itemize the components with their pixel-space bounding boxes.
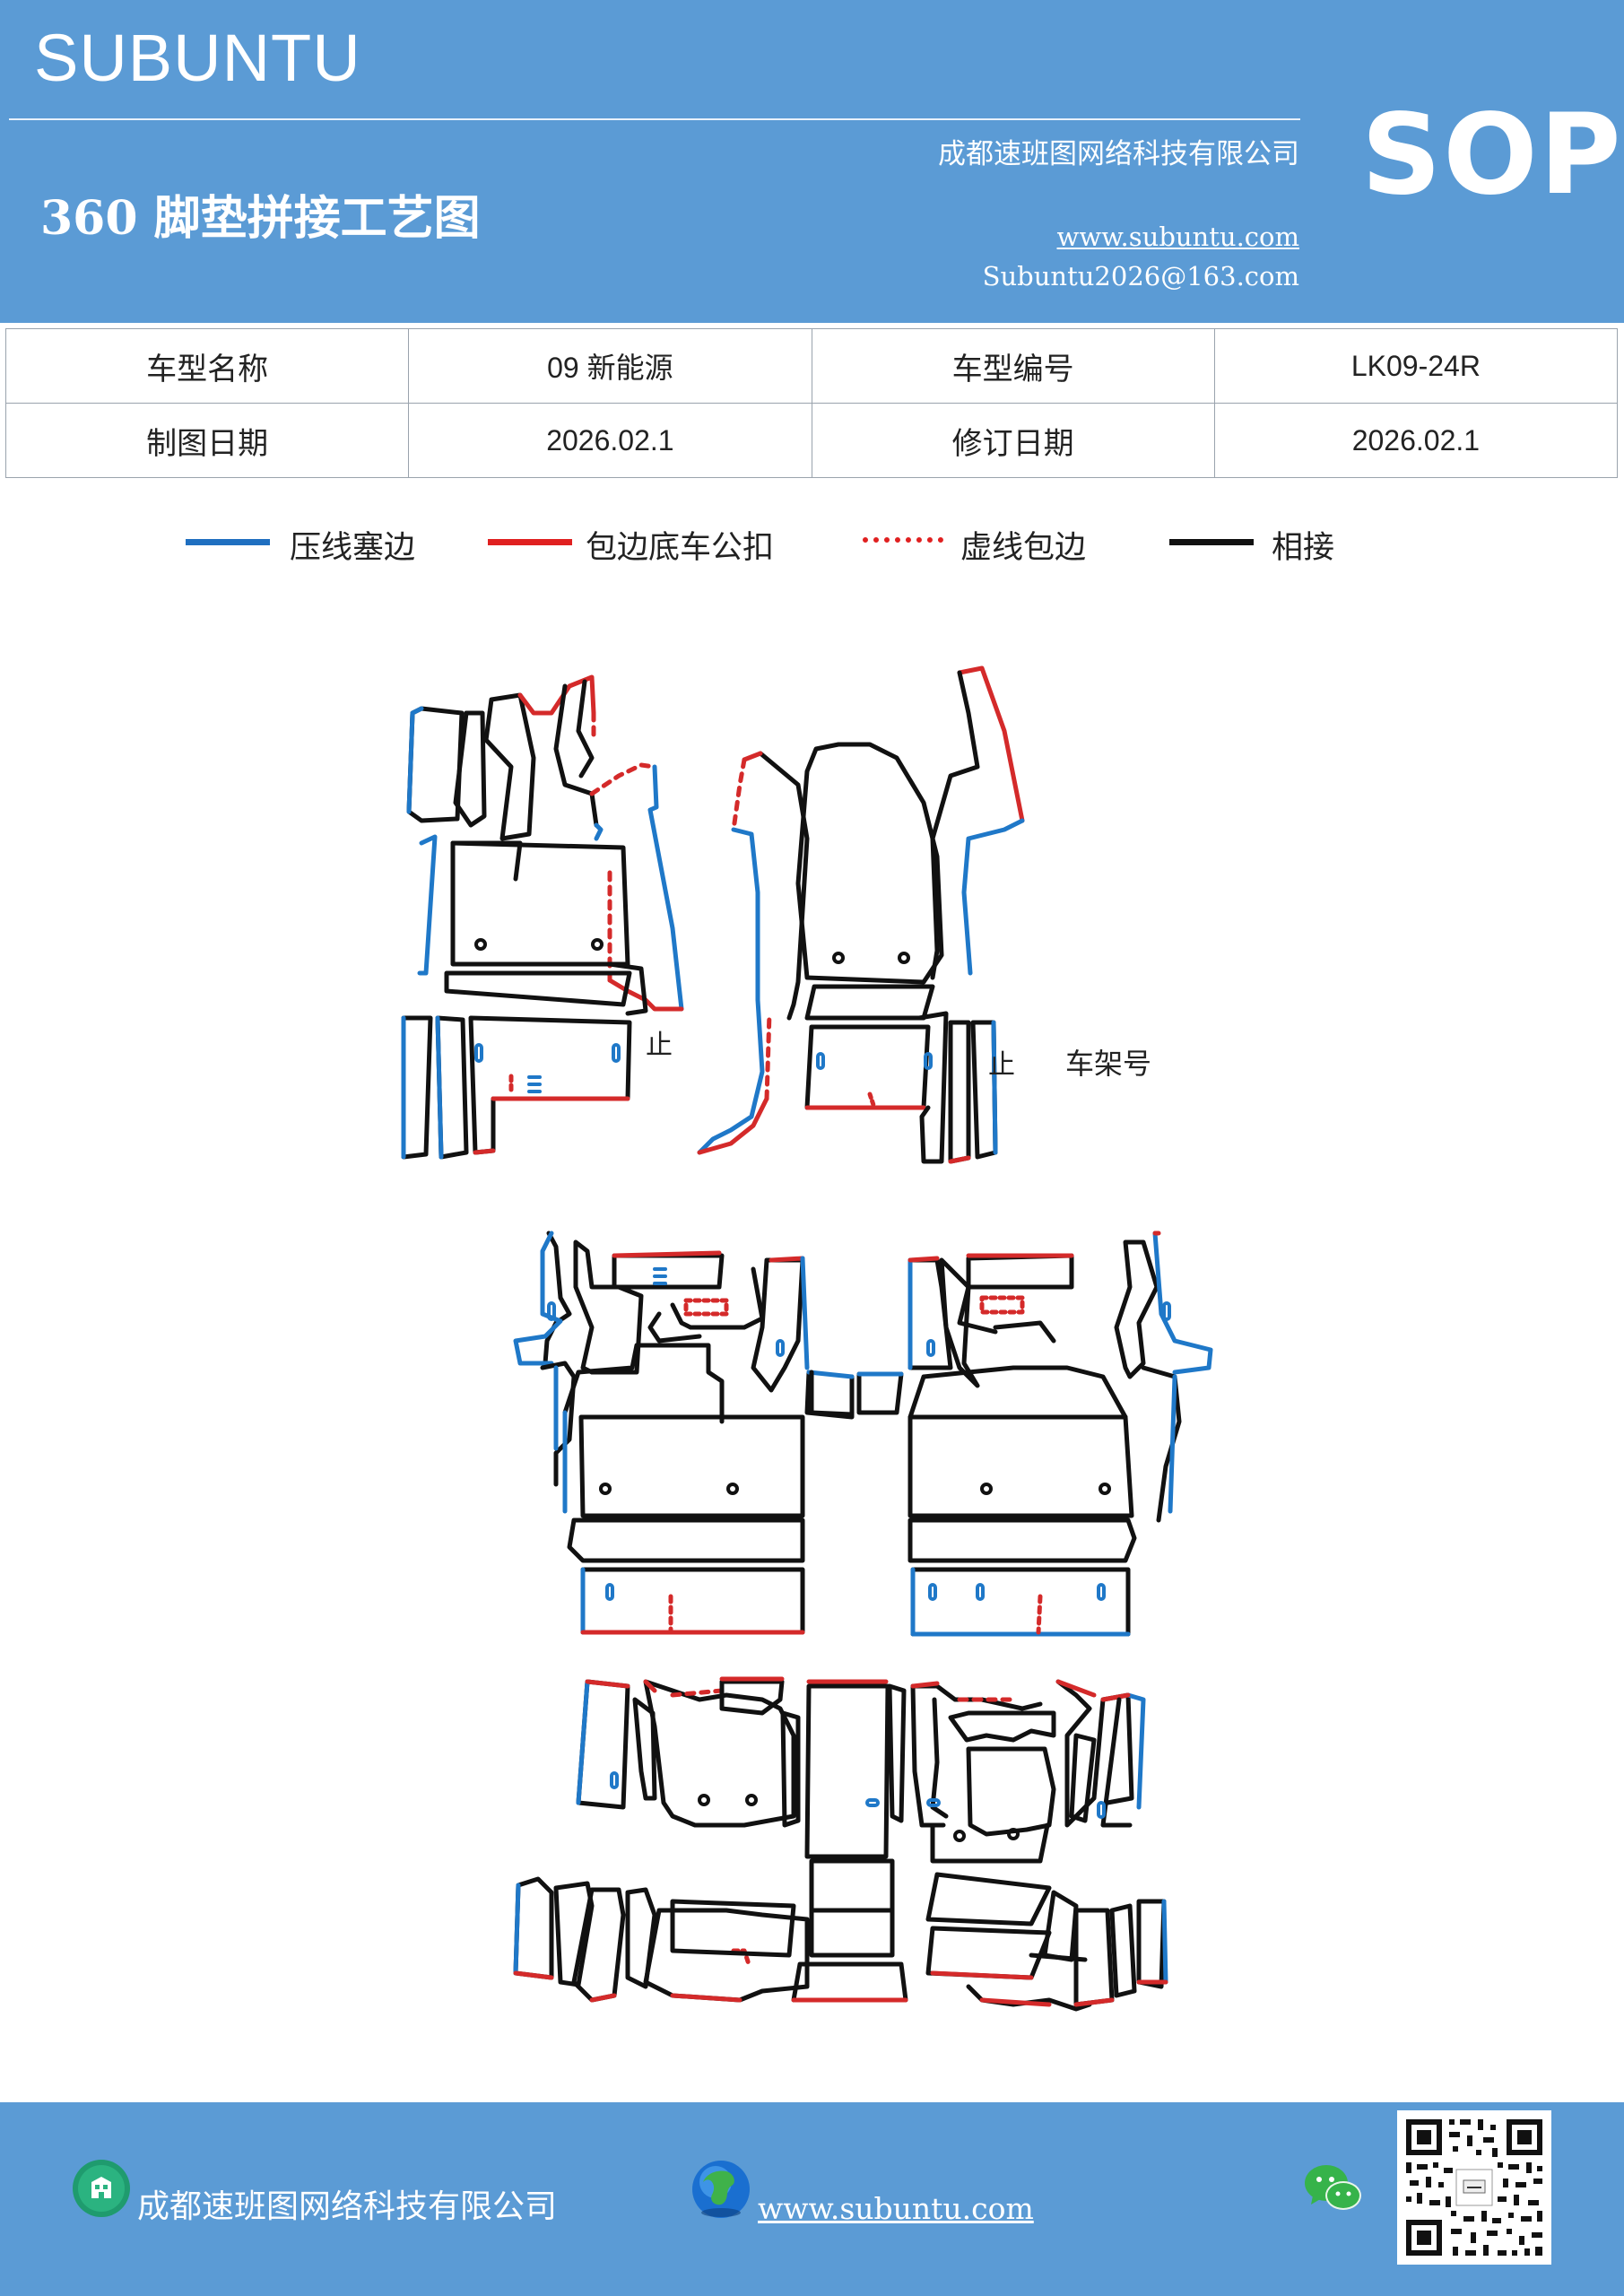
second-row-left-mat	[513, 1231, 855, 1635]
wechat-icon[interactable]	[1302, 2161, 1365, 2217]
vehicle-info-table: 车型名称 09 新能源 车型编号 LK09-24R 制图日期 2026.02.1…	[4, 328, 1619, 478]
front-left-mat	[401, 674, 684, 1160]
header-email: Subuntu2026@163.com	[982, 261, 1299, 291]
table-cell: 制图日期	[4, 403, 410, 478]
legend-label: 包边底车公扣	[586, 530, 775, 566]
header-banner	[0, 0, 1624, 323]
sop-badge: SOP	[1361, 91, 1623, 220]
table-cell: 2026.02.1	[1213, 403, 1619, 478]
header-divider	[9, 118, 1300, 120]
legend-swatch-black	[1169, 539, 1254, 545]
table-cell: 修订日期	[811, 403, 1215, 478]
table-cell: 2026.02.1	[408, 403, 812, 478]
legend-swatch-red-dotted	[863, 537, 943, 543]
vin-label: 车架号	[1065, 1047, 1151, 1081]
table-cell: LK09-24R	[1213, 328, 1619, 404]
footer-company: 成都速班图网络科技有限公司	[137, 2188, 558, 2225]
table-cell: 车型名称	[4, 328, 410, 404]
building-icon	[73, 2160, 130, 2217]
legend-label: 压线塞边	[290, 530, 416, 566]
table-cell: 09 新能源	[408, 328, 812, 404]
header-company: 成都速班图网络科技有限公司	[938, 138, 1299, 170]
legend-label: 虚线包边	[960, 530, 1087, 566]
document-title: 360 脚垫拼接工艺图	[40, 191, 481, 246]
stop-label-left: 止	[646, 1030, 673, 1061]
legend-label: 相接	[1272, 530, 1335, 566]
table-row: 制图日期 2026.02.1 修订日期 2026.02.1	[4, 403, 1619, 478]
footer-website-link[interactable]: www.subuntu.com	[758, 2191, 1034, 2226]
globe-icon	[692, 2161, 750, 2218]
front-right-mat	[697, 665, 1025, 1164]
third-row-mats	[513, 1676, 1168, 2012]
header-website-link[interactable]: www.subuntu.com	[1056, 222, 1299, 252]
center-connectors	[809, 1370, 904, 1417]
table-row: 车型名称 09 新能源 车型编号 LK09-24R	[4, 328, 1619, 404]
table-cell: 车型编号	[811, 328, 1215, 404]
second-row-right-mat	[908, 1231, 1213, 1637]
qr-code[interactable]	[1397, 2110, 1551, 2265]
legend-swatch-blue	[186, 539, 270, 545]
brand-name: SUBUNTU	[34, 21, 361, 95]
legend-swatch-red	[488, 539, 572, 545]
stop-label-right: 止	[988, 1049, 1015, 1081]
floor-mat-diagram: 止 止 车架号	[401, 665, 1213, 2012]
